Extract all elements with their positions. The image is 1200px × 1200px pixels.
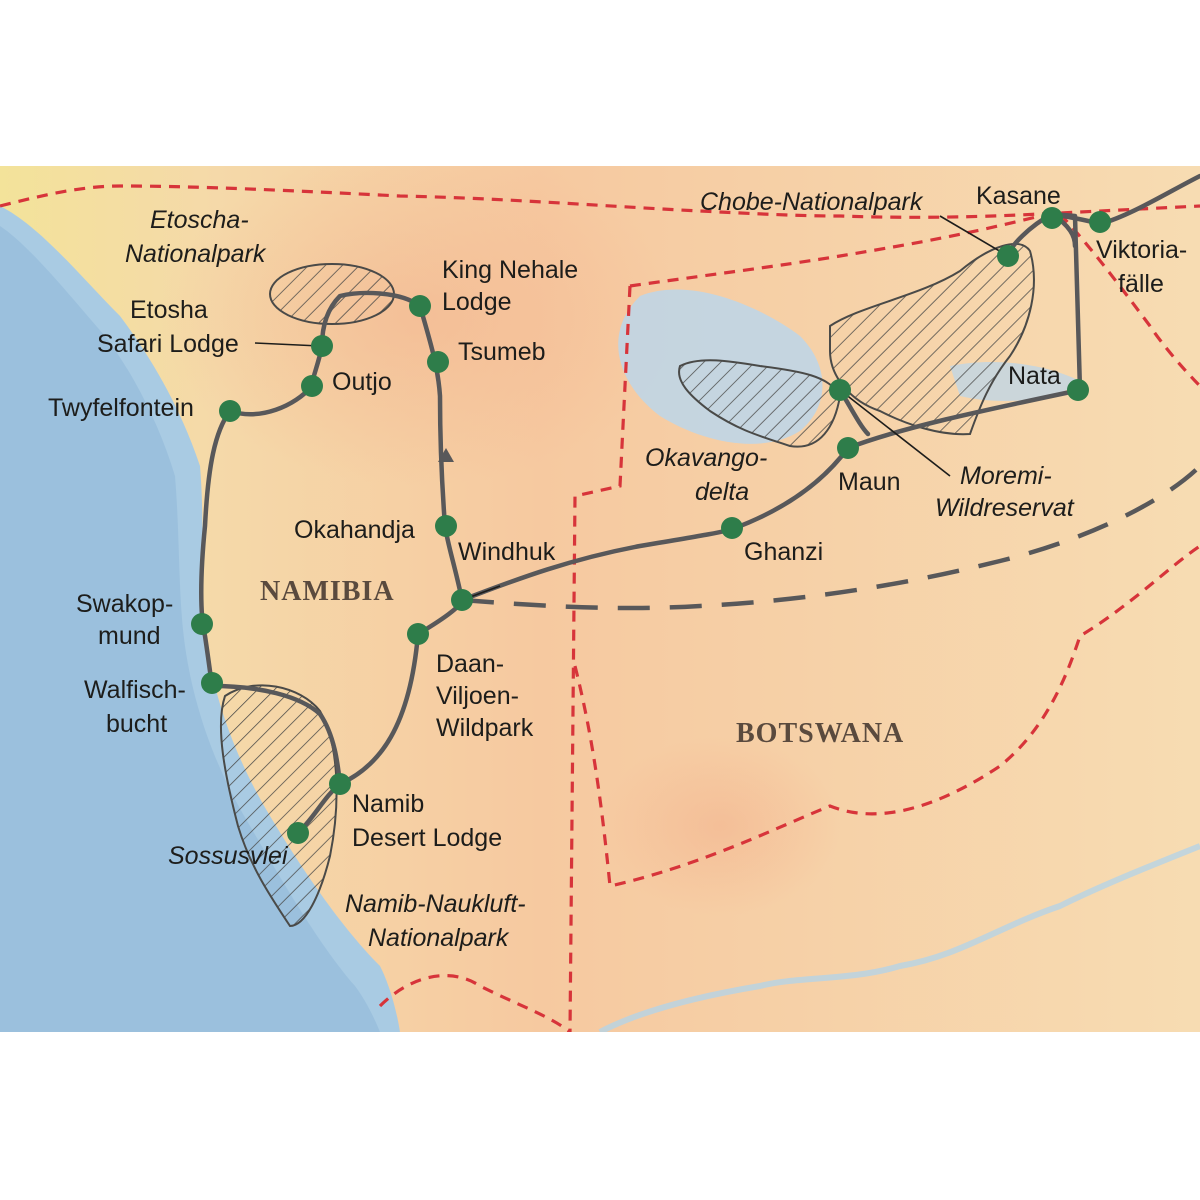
stop-chobe[interactable] (997, 245, 1019, 267)
park-label-sossusvlei: Sossusvlei (168, 842, 289, 870)
park-label-etoscha-2: Nationalpark (125, 240, 267, 268)
stop-outjo[interactable] (301, 375, 323, 397)
moremi-chobe-area (829, 242, 1035, 436)
label-viktoria-1: Viktoria- (1096, 236, 1187, 264)
stop-viktoria[interactable] (1089, 211, 1111, 233)
label-walfischbucht-2: bucht (106, 710, 167, 738)
label-swakopmund-1: Swakop- (76, 590, 173, 618)
park-label-moremi-1: Moremi- (960, 462, 1052, 490)
stop-nata[interactable] (1067, 379, 1089, 401)
park-label-moremi-2: Wildreservat (935, 494, 1075, 522)
okavango-delta-area (678, 359, 842, 448)
label-etosha-safari-2: Safari Lodge (97, 330, 239, 358)
border-east (1058, 212, 1200, 388)
river (598, 843, 1200, 1032)
label-daan-viljoen-2: Viljoen- (436, 682, 519, 710)
label-swakopmund-2: mund (98, 622, 161, 650)
route-map: NAMIBIA BOTSWANA Etoscha- Nationalpark C… (0, 166, 1200, 1032)
park-label-okavango-2: delta (695, 478, 749, 506)
label-ghanzi: Ghanzi (744, 538, 823, 566)
border-caprivi (629, 214, 1041, 288)
land-shade (600, 736, 840, 916)
label-walfischbucht-1: Walfisch- (84, 676, 186, 704)
stop-walfischbucht[interactable] (201, 672, 223, 694)
dashed-route (461, 464, 1200, 611)
stop-swakopmund[interactable] (191, 613, 213, 635)
label-nata: Nata (1008, 362, 1061, 390)
stop-tsumeb[interactable] (427, 351, 449, 373)
label-king-nehale-2: Lodge (442, 288, 512, 316)
stop-ghanzi[interactable] (721, 517, 743, 539)
label-namib-desert-2: Desert Lodge (352, 824, 502, 852)
stop-namib-desert[interactable] (329, 773, 351, 795)
arrow-up-icon (438, 448, 454, 462)
stop-okahandja[interactable] (435, 515, 457, 537)
label-outjo: Outjo (332, 368, 392, 396)
leader-chobe (939, 215, 1009, 257)
border-south-botswana (573, 544, 1200, 888)
park-label-namib-1: Namib-Naukluft- (345, 890, 526, 918)
stop-king-nehale[interactable] (409, 295, 431, 317)
label-maun: Maun (838, 468, 901, 496)
label-viktoria-2: fälle (1118, 270, 1164, 298)
map-canvas: NAMIBIA BOTSWANA Etoscha- Nationalpark C… (0, 166, 1200, 1032)
label-daan-viljoen-3: Wildpark (436, 714, 534, 742)
label-okahandja: Okahandja (294, 516, 415, 544)
park-label-namib-2: Nationalpark (368, 924, 510, 952)
country-botswana: BOTSWANA (736, 718, 904, 749)
leader-etosha-safari (254, 342, 321, 347)
stop-kasane[interactable] (1041, 207, 1063, 229)
park-label-chobe: Chobe-Nationalpark (700, 188, 924, 216)
leader-moremi (839, 389, 951, 477)
label-etosha-safari-1: Etosha (130, 296, 208, 324)
country-namibia: NAMIBIA (260, 576, 395, 607)
park-label-etoscha-1: Etoscha- (150, 206, 249, 234)
label-tsumeb: Tsumeb (458, 338, 546, 366)
ocean-depth (0, 226, 380, 1032)
stop-twyfelfontein[interactable] (219, 400, 241, 422)
stop-moremi[interactable] (829, 379, 851, 401)
label-twyfelfontein: Twyfelfontein (48, 394, 194, 422)
label-windhuk: Windhuk (458, 538, 556, 566)
label-daan-viljoen-1: Daan- (436, 650, 504, 678)
border-north (0, 184, 1200, 219)
label-king-nehale-1: King Nehale (442, 256, 578, 284)
stop-maun[interactable] (837, 437, 859, 459)
stop-etosha-safari[interactable] (311, 335, 333, 357)
route-main-east (297, 211, 1083, 834)
stop-sossusvlei[interactable] (287, 822, 309, 844)
namib-naukluft-park-area (219, 684, 338, 928)
stop-daan-viljoen[interactable] (407, 623, 429, 645)
stop-windhuk[interactable] (451, 589, 473, 611)
label-namib-desert-1: Namib (352, 790, 424, 818)
park-label-okavango-1: Okavango- (645, 444, 767, 472)
label-kasane: Kasane (976, 182, 1061, 210)
border-namibia-botswana (568, 285, 632, 1032)
